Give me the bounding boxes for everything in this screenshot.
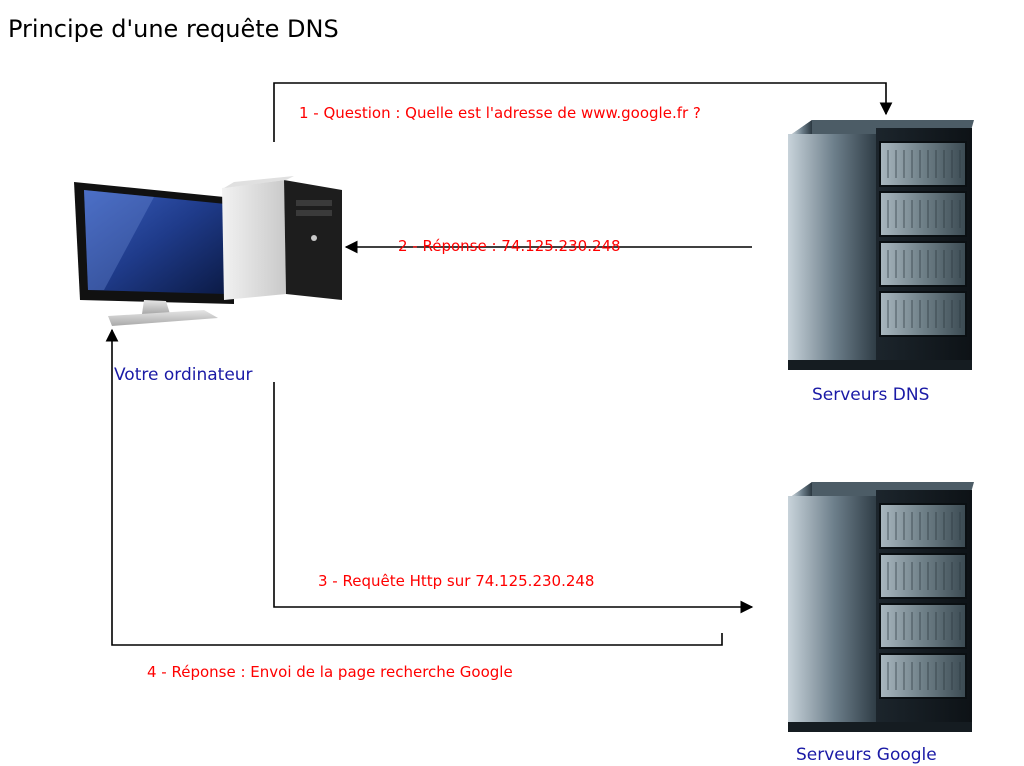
dns-server-icon <box>787 119 975 371</box>
diagram-title: Principe d'une requête DNS <box>8 15 339 43</box>
step-1-label: 1 - Question : Quelle est l'adresse de w… <box>299 104 701 122</box>
arrow-step-1 <box>273 82 893 142</box>
step-4-label: 4 - Réponse : Envoi de la page recherche… <box>147 663 513 681</box>
computer-label: Votre ordinateur <box>114 365 253 385</box>
google-servers-label: Serveurs Google <box>796 745 937 765</box>
desktop-computer-icon <box>74 176 342 326</box>
arrow-step-3 <box>273 382 754 614</box>
arrow-step-4 <box>105 328 723 646</box>
step-2-label: 2 - Réponse : 74.125.230.248 <box>398 237 621 255</box>
dns-servers-label: Serveurs DNS <box>812 385 929 405</box>
step-3-label: 3 - Requête Http sur 74.125.230.248 <box>318 572 594 590</box>
google-server-icon <box>787 481 975 733</box>
